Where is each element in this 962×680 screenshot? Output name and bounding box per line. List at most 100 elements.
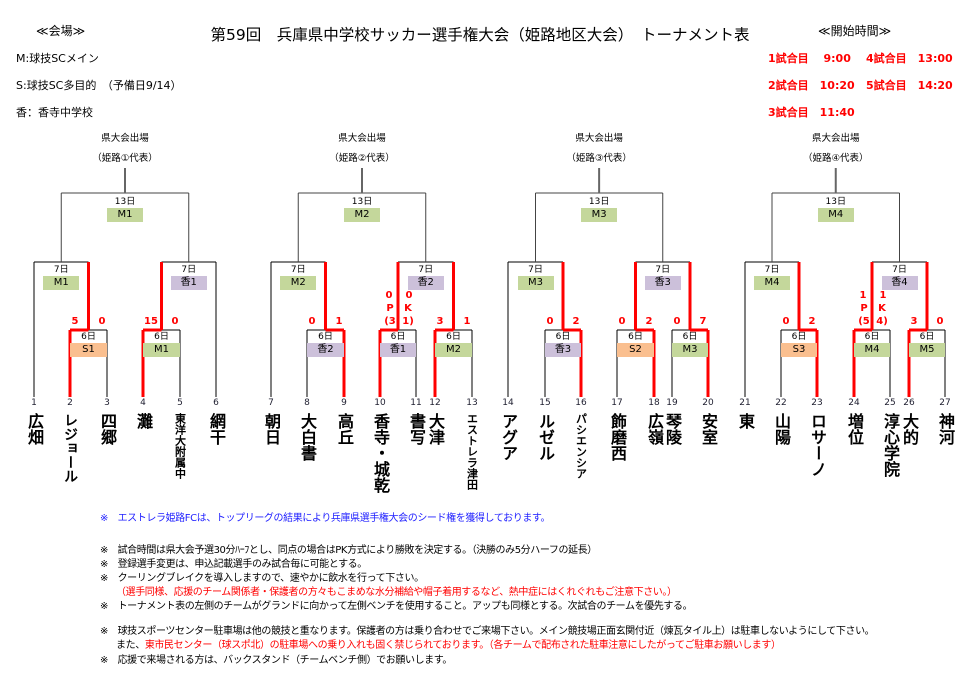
score-right: 0 [405, 290, 413, 301]
team-name: パシエンシア [574, 413, 588, 479]
round2-match-day: 7日 [181, 265, 197, 275]
time-match-5: 5試合目 14:20 [866, 79, 953, 92]
venue-kodera: 香：香寺中学校 [16, 106, 93, 119]
team-number: 5 [177, 398, 183, 408]
note-parking: ※ 球技スポーツセンター駐車場は他の競技と重なります。保護者の方は乗り合わせでご… [100, 626, 875, 637]
score-left: 3 [436, 316, 444, 327]
round1-match-day: 6日 [919, 332, 935, 342]
score-right: 0 [171, 316, 179, 327]
pk-result-left: (5 [858, 316, 870, 327]
pk-letter-p: P [386, 303, 394, 314]
round1-match-venue: M5 [909, 343, 945, 357]
venue-heading: ≪会場≫ [36, 24, 86, 38]
block-subtitle: （姫路②代表） [329, 153, 395, 164]
team-name: アグア [499, 413, 518, 461]
block-title: 県大会出場 [575, 133, 623, 144]
team-number: 16 [575, 398, 587, 408]
team-number: 19 [666, 398, 678, 408]
team-name: ロサーノ [808, 413, 827, 477]
team-number: 8 [304, 398, 310, 408]
block-subtitle: （姫路③代表） [566, 153, 632, 164]
round2-match-day: 7日 [892, 265, 907, 275]
score-left: 0 [618, 316, 626, 327]
round1-match-venue: S3 [781, 343, 817, 357]
venue-s: S:球技SC多目的 （予備日9/14） [16, 79, 182, 92]
team-number: 1 [31, 398, 37, 408]
final-match-venue: M2 [344, 208, 380, 222]
note-rule-time: ※ 試合時間は県大会予選30分ﾊｰﾌとし、同点の場合はPK方式により勝敗を決定す… [100, 545, 597, 556]
team-name: 琴陵 [663, 413, 682, 445]
round1-match-day: 6日 [791, 332, 807, 342]
time-match-3: 3試合目 11:40 [768, 106, 855, 119]
round2-match-day: 7日 [53, 265, 69, 275]
note-parking-2-prefix: また、 [116, 640, 145, 651]
team-number: 17 [611, 398, 623, 408]
team-name: ルゼル [536, 413, 555, 461]
round2-match-day: 7日 [418, 265, 434, 275]
block-title: 県大会出場 [338, 133, 386, 144]
round1-match-venue: M4 [854, 343, 890, 357]
time-match-1: 1試合目 9:00 [768, 52, 851, 65]
note-bench: ※ トーナメント表の左側のチームがグランドに向かって左側ベンチを使用すること。ア… [100, 601, 693, 612]
score-right: 0 [98, 316, 106, 327]
score-left: 15 [144, 316, 158, 327]
score-left: 0 [546, 316, 554, 327]
round1-match-day: 6日 [628, 332, 643, 342]
team-name: 四郷 [98, 413, 117, 445]
final-match-day: 13日 [114, 197, 136, 207]
round1-match-venue: S2 [617, 343, 654, 357]
block-title: 県大会出場 [811, 133, 860, 144]
note-seed: ※ エストレラ姫路FCは、トップリーグの結果により兵庫県選手権大会のシード権を獲… [100, 513, 551, 524]
round2-match-day: 7日 [290, 265, 306, 275]
round2-match-venue: 香3 [644, 276, 681, 290]
note-heat-warning: （選手同様、応援のチーム関係者・保護者の方々もこまめな水分補給や帽子着用するなど… [116, 587, 677, 598]
team-name: 大白書 [298, 413, 317, 461]
team-number: 14 [502, 398, 514, 408]
round2-match-venue: 香4 [881, 276, 918, 290]
team-number: 6 [213, 398, 219, 408]
team-number: 12 [429, 398, 441, 408]
team-name: 東 [736, 413, 755, 429]
pk-result-left: (3 [384, 316, 396, 327]
team-name: 淳心学院 [881, 413, 900, 477]
tournament-bracket [33, 168, 946, 397]
final-match-day: 13日 [588, 197, 610, 207]
pk-result-right: 1) [402, 316, 414, 327]
team-number: 23 [811, 398, 823, 408]
team-number: 10 [374, 398, 386, 408]
score-right: 1 [879, 290, 887, 301]
pk-result-right: 4) [876, 316, 888, 327]
score-right: 7 [699, 316, 707, 327]
final-match-venue: M4 [817, 208, 854, 222]
final-match-day: 13日 [825, 197, 846, 207]
final-match-venue: M1 [107, 208, 143, 222]
team-number: 15 [539, 398, 551, 408]
round1-match-venue: 香2 [307, 343, 344, 357]
round2-match-venue: M1 [43, 276, 80, 290]
round2-match-venue: 香2 [407, 276, 444, 290]
page-title: 第59回 兵庫県中学校サッカー選手権大会（姫路地区大会） トーナメント表 [210, 26, 750, 44]
team-name: 大的 [900, 413, 919, 445]
round2-match-day: 7日 [655, 265, 671, 275]
venue-m: M:球技SCメイン [16, 52, 99, 65]
team-number: 27 [939, 398, 951, 408]
score-left: 0 [673, 316, 681, 327]
team-number: 22 [775, 398, 787, 408]
team-name: 安室 [699, 413, 718, 445]
note-rule-cooling: ※ クーリングブレイクを導入しますので、速やかに飲水を行って下さい。 [100, 573, 424, 584]
pk-letter-p: P [860, 303, 868, 314]
final-match-venue: M3 [581, 208, 618, 222]
team-number: 18 [648, 398, 660, 408]
round1-match-day: 6日 [446, 332, 461, 342]
team-number: 4 [140, 398, 146, 408]
team-number: 26 [903, 398, 915, 408]
round1-match-venue: 香3 [545, 343, 581, 357]
score-right: 2 [808, 316, 816, 327]
score-left: 0 [308, 316, 316, 327]
round2-match-day: 7日 [764, 265, 780, 275]
team-name: エストレラ津田 [465, 413, 479, 490]
team-name: 東洋大附属中 [173, 413, 187, 479]
team-name: 朝日 [262, 413, 281, 445]
team-name: 広畑 [25, 413, 44, 445]
round2-match-venue: 香1 [170, 276, 207, 290]
